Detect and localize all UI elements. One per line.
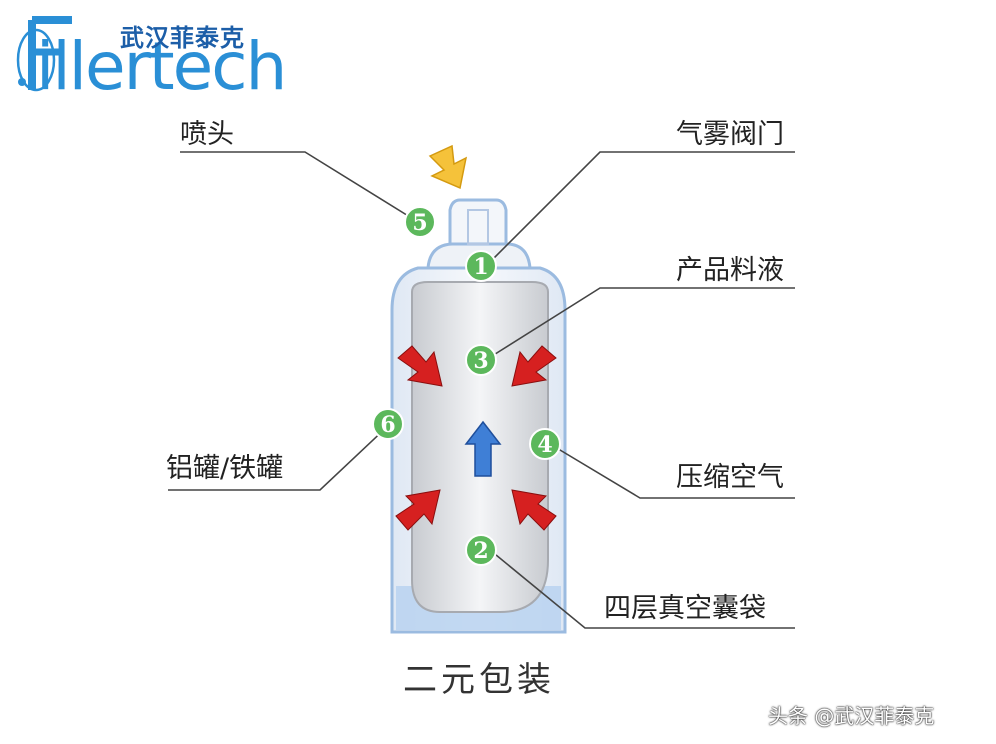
marker-2: 2 [465,534,497,566]
pressure-arrow-icon [395,489,441,531]
svg-text:5: 5 [412,210,427,236]
leader-product [491,287,795,357]
marker-1: 1 [465,250,497,282]
label-can: 铝罐/铁罐 [166,453,284,484]
leader-can [168,423,391,491]
leader-air [549,443,795,499]
leader-nozzle [180,151,419,223]
label-nozzle: 喷头 [180,119,234,150]
svg-text:1: 1 [473,254,488,280]
nozzle-stem [467,209,489,245]
marker-5: 5 [404,206,436,238]
markers: 5 1 3 6 4 2 [372,206,561,566]
label-bag: 四层真空囊袋 [604,593,766,624]
label-air: 压缩空气 [676,462,784,493]
label-product: 产品料液 [676,255,784,286]
label-valve: 气雾阀门 [676,119,784,150]
pressure-arrow-icon [397,345,443,387]
leader-bag [489,549,795,629]
pressure-arrow-icon [511,489,557,531]
svg-text:3: 3 [473,348,488,374]
pressure-arrow-icon [511,345,557,387]
leader-lines [168,151,795,629]
logo-chinese-name: 武汉菲泰克 [120,24,245,52]
marker-3: 3 [465,344,497,376]
nozzle-icon [448,198,508,246]
diagram-caption: 二元包装 [403,660,555,700]
logo-f-icon [16,16,72,92]
leader-valve [487,151,795,265]
flow-arrow-icon [464,420,502,477]
svg-text:4: 4 [537,432,552,458]
watermark: 头条 @武汉菲泰克 [768,704,935,728]
logo-text: illertech [36,28,287,105]
marker-6: 6 [372,408,404,440]
svg-text:2: 2 [473,538,488,564]
pressure-arrows [395,345,557,531]
marker-4: 4 [529,428,561,460]
push-arrow-icon [428,144,468,190]
svg-text:6: 6 [380,412,395,438]
